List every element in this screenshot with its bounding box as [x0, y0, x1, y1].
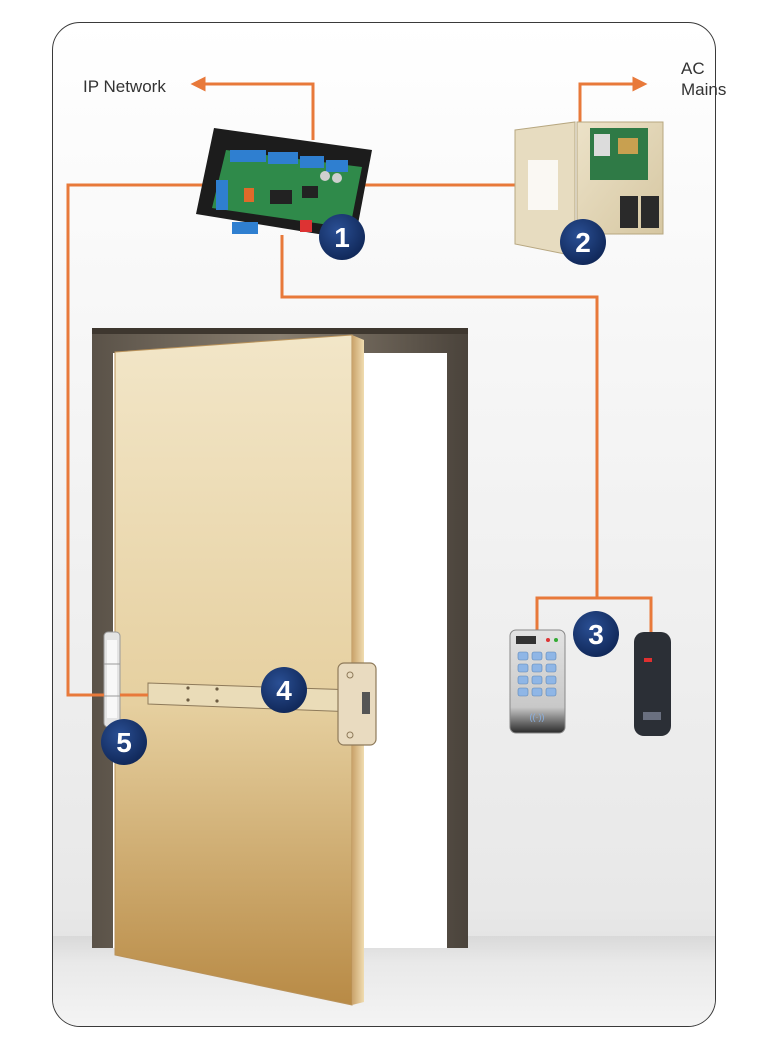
wire-readers: [280, 235, 599, 598]
power-transfer-hinge-icon: [103, 631, 121, 728]
keypad-reader-icon: ((·)): [509, 629, 566, 734]
badge-hinge-text: 5: [116, 727, 132, 758]
badge-hinge: 5: [101, 719, 147, 765]
wiring: [66, 76, 653, 697]
ip-network-label: IP Network: [83, 77, 166, 96]
access-controller-board-icon: [196, 128, 372, 240]
ac-mains-label-line2: Mains: [681, 80, 727, 99]
badge-lock-text: 4: [276, 675, 292, 706]
power-supply-enclosure-icon: [514, 121, 664, 257]
badge-power-supply: 2: [560, 219, 606, 265]
badge-readers: 3: [573, 611, 619, 657]
badge-controller: 1: [319, 214, 365, 260]
wire-hinge: [66, 183, 208, 697]
wire-reader-split: [535, 596, 653, 632]
card-reader-icon: [634, 632, 671, 736]
badge-controller-text: 1: [334, 222, 350, 253]
wire-ac-mains: [578, 76, 648, 130]
svg-text:((·)): ((·)): [530, 712, 545, 722]
badge-lock: 4: [261, 667, 307, 713]
ac-mains-label: AC Mains: [681, 58, 741, 100]
door: [114, 334, 364, 1006]
badge-power-supply-text: 2: [575, 227, 591, 258]
wire-ip-network: [190, 76, 315, 140]
badge-readers-text: 3: [588, 619, 604, 650]
ac-mains-label-line1: AC: [681, 59, 705, 78]
